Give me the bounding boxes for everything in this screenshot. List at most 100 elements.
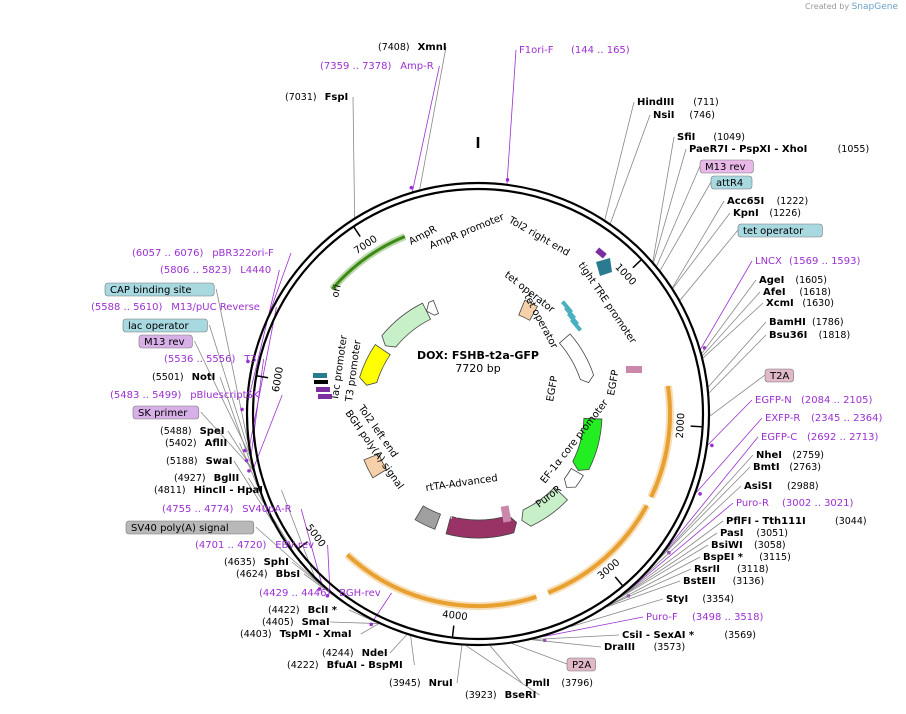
annotation-pasi[interactable]: PasI(3051): [720, 528, 788, 539]
annotation-l4440[interactable]: (5806 .. 5823)L4440: [160, 265, 271, 276]
annotation-noti[interactable]: (5501)NotI: [152, 372, 215, 383]
annotation-bsiwi[interactable]: BsiWI(3058): [711, 540, 786, 551]
tet-operator-mark-4: [569, 318, 583, 332]
annotation-t3[interactable]: (5536 .. 5556)T3: [164, 354, 257, 365]
primer-site-mark: [505, 178, 510, 182]
feature-arrow-puror[interactable]: [521, 486, 569, 527]
annotation-position: (1618): [799, 287, 831, 298]
annotation-position: (4244): [322, 648, 354, 659]
annotation-f1ori[interactable]: F1ori-F(144 .. 165): [519, 45, 630, 56]
annotation-position: (4222): [287, 660, 319, 671]
annotation-ebvrev[interactable]: (4701 .. 4720)EBV-rev: [195, 540, 314, 551]
annotation-name: SphI: [264, 557, 289, 568]
annotation-exfpr[interactable]: EXFP-R(2345 .. 2364): [765, 413, 883, 424]
feature-arrow-tol2-right-end[interactable]: [518, 299, 539, 321]
annotation-m13puc[interactable]: (5588 .. 5610)M13/pUC Reverse: [91, 302, 260, 313]
annotation-leader: [250, 358, 264, 460]
annotation-fspi[interactable]: (7031)FspI: [285, 92, 348, 103]
annotation-bghrev[interactable]: (4429 .. 4446)BGH-rev: [259, 588, 381, 599]
annotation-purof[interactable]: Puro-F(3498 .. 3518): [646, 612, 764, 623]
annotation-styi[interactable]: StyI(3354): [666, 594, 734, 605]
annotation-pbr322[interactable]: (6057 .. 6076)pBR322ori-F: [132, 248, 274, 259]
annotation-kpni[interactable]: KpnI(1226): [733, 208, 801, 219]
annotation-acc65i[interactable]: Acc65I(1222): [727, 196, 808, 207]
annotation-tspmi[interactable]: (4403)TspMI - XmaI: [240, 629, 352, 640]
annotation-ndei[interactable]: (4244)NdeI: [322, 648, 388, 659]
annotation-nhei[interactable]: NheI(2759): [756, 450, 824, 461]
annotation-skprimer[interactable]: SK primer: [132, 405, 200, 420]
feature-tag-label: SK primer: [138, 408, 188, 419]
feature-arrow-tol2-left-end[interactable]: [363, 453, 388, 479]
annotation-leader: [696, 417, 763, 493]
annotation-xmni[interactable]: (7408)XmnI: [378, 42, 447, 53]
annotation-paer7i[interactable]: PaeR7I - PspXI - XhoI(1055): [689, 144, 869, 155]
feature-arrow-ef-1a-core-promoter[interactable]: [564, 467, 584, 488]
annotation-lncx[interactable]: LNCX(1569 .. 1593): [755, 256, 861, 267]
annotation-puror_p[interactable]: Puro-R(3002 .. 3021): [736, 498, 854, 509]
annotation-agei[interactable]: AgeI(1605): [759, 275, 827, 286]
annotation-m13rev1[interactable]: M13 rev: [699, 159, 754, 174]
annotation-leader: [245, 269, 280, 410]
feature-arrow-egfp[interactable]: [572, 417, 603, 471]
annotation-swai[interactable]: (5188)SwaI: [166, 456, 233, 467]
annotation-leader: [620, 520, 724, 598]
annotation-draiii[interactable]: DraIII(3573): [604, 642, 685, 653]
annotation-position: (1222): [777, 196, 809, 207]
annotation-cap[interactable]: CAP binding site: [104, 282, 215, 297]
annotation-bspei[interactable]: BspEI *(3115): [703, 552, 791, 563]
feature-arrow-ori[interactable]: [359, 344, 391, 386]
annotation-bamhi[interactable]: BamHI(1786): [769, 317, 844, 328]
feature-arrow-ampr-promoter[interactable]: [426, 299, 440, 316]
annotation-pmli[interactable]: PmlI(3796): [525, 678, 593, 689]
annotation-bbsi[interactable]: (4624)BbsI: [236, 569, 300, 580]
annotation-name: XcmI: [766, 298, 794, 309]
annotation-pflfi[interactable]: PflFI - Tth111I(3044): [726, 516, 867, 527]
annotation-bmti[interactable]: BmtI(2763): [753, 462, 821, 473]
annotation-smai[interactable]: (4405)SmaI: [262, 617, 330, 628]
annotation-position: (6057 .. 6076): [132, 248, 204, 259]
annotation-sv40pa[interactable]: SV40 poly(A) signal: [125, 520, 255, 535]
annotation-csii[interactable]: CsiI - SexAI *(3569): [622, 630, 756, 641]
annotation-leader: [618, 544, 709, 599]
feature-arrow-bgh-poly-a-signal[interactable]: [414, 505, 442, 530]
feature-arrow-rtetr[interactable]: [445, 515, 517, 539]
annotation-egfpn[interactable]: EGFP-N(2084 .. 2105): [755, 395, 873, 406]
annotation-sphi[interactable]: (4635)SphI: [224, 557, 289, 568]
annotation-bcli[interactable]: (4422)BclI *: [268, 605, 338, 616]
annotation-name: BglII: [214, 473, 240, 484]
annotation-afei[interactable]: AfeI(1618): [763, 287, 831, 298]
annotation-sv40par[interactable]: (4755 .. 4774)SV40pA-R: [162, 504, 292, 515]
annotation-hindiii[interactable]: HindIII(711): [637, 97, 719, 108]
annotation-bsu36i[interactable]: Bsu36I(1818): [769, 330, 850, 341]
annotation-egfpc[interactable]: EGFP-C(2692 .. 2713): [761, 432, 879, 443]
annotation-teto[interactable]: tet operator: [737, 223, 823, 238]
annotation-attr4[interactable]: attR4: [710, 175, 753, 190]
annotation-aflii[interactable]: (5402)AflII: [165, 438, 227, 449]
annotation-leader: [215, 288, 248, 441]
annotation-ampr_p[interactable]: (7359 .. 7378)Amp-R: [320, 61, 434, 72]
annotation-name: HincII - HpaI: [194, 485, 263, 496]
annotation-sfii[interactable]: SfiI(1049): [677, 132, 745, 143]
annotation-bfuai[interactable]: (4222)BfuAI - BspMI: [287, 660, 403, 671]
feature-arrow-tight-tre-promoter[interactable]: [558, 333, 595, 384]
feature-arrow-ampr[interactable]: [381, 302, 432, 348]
annotation-leader: [604, 101, 635, 220]
annotation-rsrii[interactable]: RsrII(3118): [694, 564, 769, 575]
annotation-xcmi[interactable]: XcmI(1630): [766, 298, 834, 309]
plasmid-backbone: [245, 137, 711, 647]
annotation-hinii[interactable]: (4811)HincII - HpaI: [154, 485, 263, 496]
annotation-bsteii[interactable]: BstEII(3136): [683, 576, 764, 587]
annotation-position: (4405): [262, 617, 294, 628]
annotation-bglii[interactable]: (4927)BglII: [174, 473, 239, 484]
annotation-laco[interactable]: lac operator: [122, 318, 208, 333]
annotation-t2a[interactable]: T2A: [764, 368, 794, 383]
annotation-spei[interactable]: (5488)SpeI: [160, 426, 224, 437]
annotation-pblue[interactable]: (5483 .. 5499)pBluescriptSK: [110, 390, 260, 401]
annotation-m13rev2[interactable]: M13 rev: [138, 334, 193, 349]
annotation-asisi[interactable]: AsiSI(2988): [744, 481, 819, 492]
annotation-nrui[interactable]: (3945)NruI: [389, 678, 453, 689]
inner-label-ampr-promoter: AmpR promoter: [428, 211, 507, 251]
annotation-p2a[interactable]: P2A: [566, 657, 596, 672]
annotation-nsii[interactable]: NsiI(746): [653, 110, 715, 121]
annotation-bseri[interactable]: (3923)BseRI: [465, 690, 536, 701]
